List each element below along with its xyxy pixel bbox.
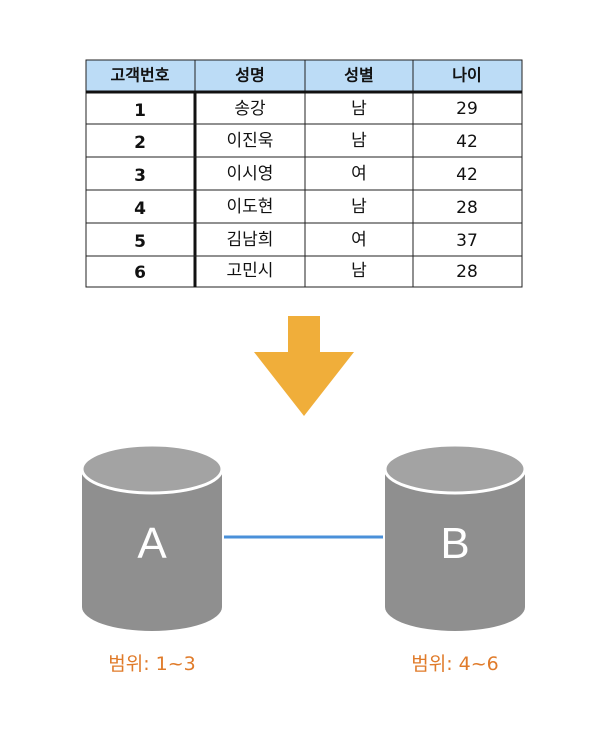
down-arrow-icon — [254, 316, 354, 416]
cell-name: 김남희 — [227, 230, 274, 250]
header-age: 나이 — [452, 66, 481, 85]
cell-customer-id: 4 — [134, 199, 146, 219]
cell-age: 28 — [456, 262, 478, 282]
table-header-background — [85, 59, 523, 92]
database-cylinder-icon — [385, 469, 525, 631]
database-a: A — [80, 443, 224, 631]
cell-customer-id: 6 — [134, 263, 146, 283]
database-cylinder-icon — [82, 469, 222, 631]
cell-age: 37 — [456, 231, 478, 251]
cell-age: 42 — [456, 165, 478, 185]
database-a-label: A — [137, 519, 167, 568]
table-border — [85, 59, 523, 288]
cell-name: 이시영 — [227, 164, 274, 184]
cell-name: 이도현 — [227, 197, 274, 217]
cell-name: 송강 — [234, 99, 266, 119]
cell-age: 29 — [456, 99, 478, 119]
cell-gender: 남 — [351, 99, 367, 119]
database-b-label: B — [440, 519, 469, 568]
header-customer-id: 고객번호 — [111, 66, 170, 85]
database-b-range: 범위: 4~6 — [411, 653, 499, 675]
cell-name: 이진욱 — [227, 131, 274, 151]
cell-age: 42 — [456, 132, 478, 152]
database-cylinder-top — [80, 443, 224, 495]
cell-customer-id: 1 — [134, 101, 146, 121]
header-gender: 성별 — [344, 66, 373, 85]
database-a-range: 범위: 1~3 — [108, 653, 196, 675]
database-cylinder-top — [383, 443, 527, 495]
cell-customer-id: 2 — [134, 133, 146, 153]
cell-gender: 남 — [351, 131, 367, 151]
database-b: B — [383, 443, 527, 631]
cell-age: 28 — [456, 198, 478, 218]
cell-customer-id: 5 — [134, 232, 146, 252]
cell-customer-id: 3 — [134, 166, 146, 186]
cell-gender: 여 — [351, 164, 367, 184]
cell-gender: 여 — [351, 230, 367, 250]
cell-name: 고민시 — [227, 261, 274, 281]
cell-gender: 남 — [351, 197, 367, 217]
cell-gender: 남 — [351, 261, 367, 281]
header-name: 성명 — [235, 66, 264, 85]
customer-table: 고객번호 성명 성별 나이 1 송강 남 29 2 이진욱 남 42 3 이시영… — [85, 59, 523, 288]
